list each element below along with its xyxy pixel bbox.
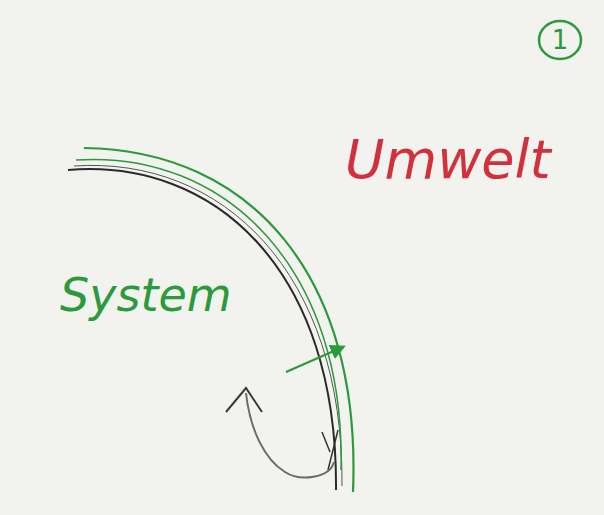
callout-number: 1 (552, 27, 569, 53)
region-label: System (60, 272, 232, 318)
callout-circle (539, 21, 581, 59)
region-label: Umwelt (345, 133, 551, 187)
system-boundary (74, 165, 342, 486)
feedback-arrow (246, 393, 334, 477)
system-boundary (68, 169, 336, 490)
boundary-outline (84, 148, 354, 492)
tick-mark (322, 430, 338, 470)
feedback-arrowhead (226, 388, 262, 412)
pointer-arrow (286, 347, 343, 372)
